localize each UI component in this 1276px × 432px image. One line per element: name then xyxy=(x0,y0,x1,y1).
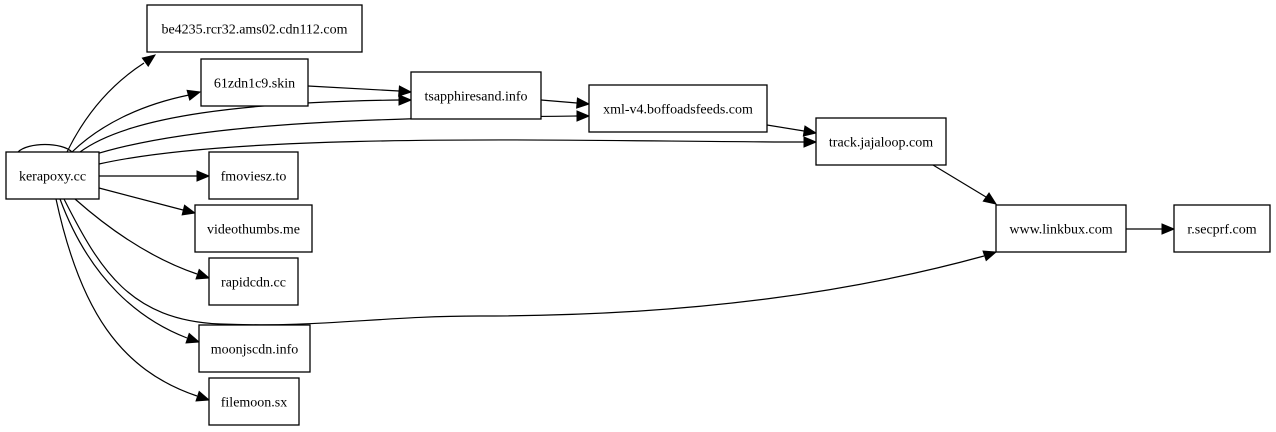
arrowhead xyxy=(982,250,998,262)
edge-kerapoxy-to-be4235 xyxy=(66,54,157,153)
node-label: be4235.rcr32.ams02.cdn112.com xyxy=(161,23,347,38)
node-label: kerapoxy.cc xyxy=(19,170,86,185)
node-label: fmoviesz.to xyxy=(221,170,287,185)
node-label: r.secprf.com xyxy=(1187,223,1256,238)
edge-kerapoxy-to-tsapphire xyxy=(79,94,413,153)
node-label: tsapphiresand.info xyxy=(424,90,527,105)
node-secprf: r.secprf.com xyxy=(1173,204,1271,253)
node-rapidcdn: rapidcdn.cc xyxy=(208,257,299,306)
arrowhead xyxy=(195,390,211,402)
edge-line xyxy=(89,115,578,157)
arrowhead xyxy=(186,89,202,101)
node-box xyxy=(200,58,309,107)
node-box xyxy=(208,257,299,306)
edge-kerapoxy-to-rapidcdn xyxy=(74,198,211,280)
arrowhead xyxy=(1161,223,1176,235)
node-label: filemoon.sx xyxy=(221,396,288,411)
arrowhead xyxy=(195,268,211,280)
node-label: moonjscdn.info xyxy=(211,343,299,358)
node-label: www.linkbux.com xyxy=(1009,223,1112,238)
edge-line xyxy=(59,198,188,339)
edge-line xyxy=(79,99,400,153)
edge-kerapoxy-to-moonjscdn xyxy=(59,198,201,344)
node-box xyxy=(588,84,768,133)
arrowhead xyxy=(398,94,413,106)
node-box xyxy=(198,324,311,373)
edge-line xyxy=(98,187,184,211)
arrowhead xyxy=(185,332,201,344)
node-filemoon: filemoon.sx xyxy=(208,377,300,426)
arrowhead xyxy=(982,192,998,205)
edge-line xyxy=(74,198,198,275)
node-label: videothumbs.me xyxy=(207,223,300,238)
node-box xyxy=(1173,204,1271,253)
node-label: xml-v4.boffoadsfeeds.com xyxy=(603,103,753,118)
node-videothumbs: videothumbs.me xyxy=(194,204,313,253)
edge-kerapoxy-to-fmoviesz xyxy=(99,170,211,182)
node-linkbux: www.linkbux.com xyxy=(995,204,1127,253)
node-box xyxy=(146,4,363,53)
node-label: track.jajaloop.com xyxy=(829,136,933,151)
edge-linkbux-to-secprf xyxy=(1126,223,1176,235)
edge-line xyxy=(63,198,985,326)
node-box xyxy=(815,117,947,166)
arrowhead xyxy=(181,204,197,216)
node-xmlv4: xml-v4.boffoadsfeeds.com xyxy=(588,84,768,133)
arrowhead xyxy=(196,170,211,182)
edge-track-to-linkbux xyxy=(932,164,998,205)
edge-kerapoxy-to-61zdn xyxy=(71,89,202,153)
node-tsapphire: tsapphiresand.info xyxy=(410,71,542,120)
arrowhead xyxy=(141,54,157,68)
edge-line xyxy=(55,198,198,397)
node-track: track.jajaloop.com xyxy=(815,117,947,166)
node-be4235: be4235.rcr32.ams02.cdn112.com xyxy=(146,4,363,53)
node-box xyxy=(410,71,542,120)
edge-line xyxy=(766,124,805,132)
arrowhead xyxy=(802,125,818,137)
node-kerapoxy: kerapoxy.cc xyxy=(5,151,100,200)
edge-line xyxy=(540,99,578,104)
node-fmoviesz: fmoviesz.to xyxy=(208,151,299,200)
edge-line xyxy=(932,164,987,198)
arrowhead xyxy=(576,110,591,122)
node-box xyxy=(208,377,300,426)
edge-61zdn-to-tsapphire xyxy=(307,85,413,97)
edge-tsapphire-to-xmlv4 xyxy=(540,97,591,109)
node-label: 61zdn1c9.skin xyxy=(214,77,295,92)
node-box xyxy=(194,204,313,253)
node-box xyxy=(208,151,299,200)
arrowhead xyxy=(398,85,413,97)
edge-line xyxy=(71,94,190,153)
edge-kerapoxy-to-linkbux xyxy=(63,198,998,326)
node-moonjscdn: moonjscdn.info xyxy=(198,324,311,373)
edge-line xyxy=(66,62,145,153)
edge-kerapoxy-to-filemoon xyxy=(55,198,211,402)
arrowhead xyxy=(803,136,818,148)
node-61zdn: 61zdn1c9.skin xyxy=(200,58,309,107)
edge-line xyxy=(307,85,400,92)
nodes-layer: kerapoxy.cc be4235.rcr32.ams02.cdn112.com… xyxy=(5,4,1271,426)
arrowhead xyxy=(576,97,591,109)
node-box xyxy=(5,151,100,200)
edge-kerapoxy-to-track xyxy=(98,136,818,165)
edge-xmlv4-to-track xyxy=(766,124,818,137)
node-box xyxy=(995,204,1127,253)
edge-line xyxy=(98,139,805,165)
edge-line xyxy=(17,143,73,153)
edge-kerapoxy-to-videothumbs xyxy=(98,187,197,216)
node-label: rapidcdn.cc xyxy=(221,276,286,291)
edge-kerapoxy-to-kerapoxy xyxy=(17,143,73,153)
